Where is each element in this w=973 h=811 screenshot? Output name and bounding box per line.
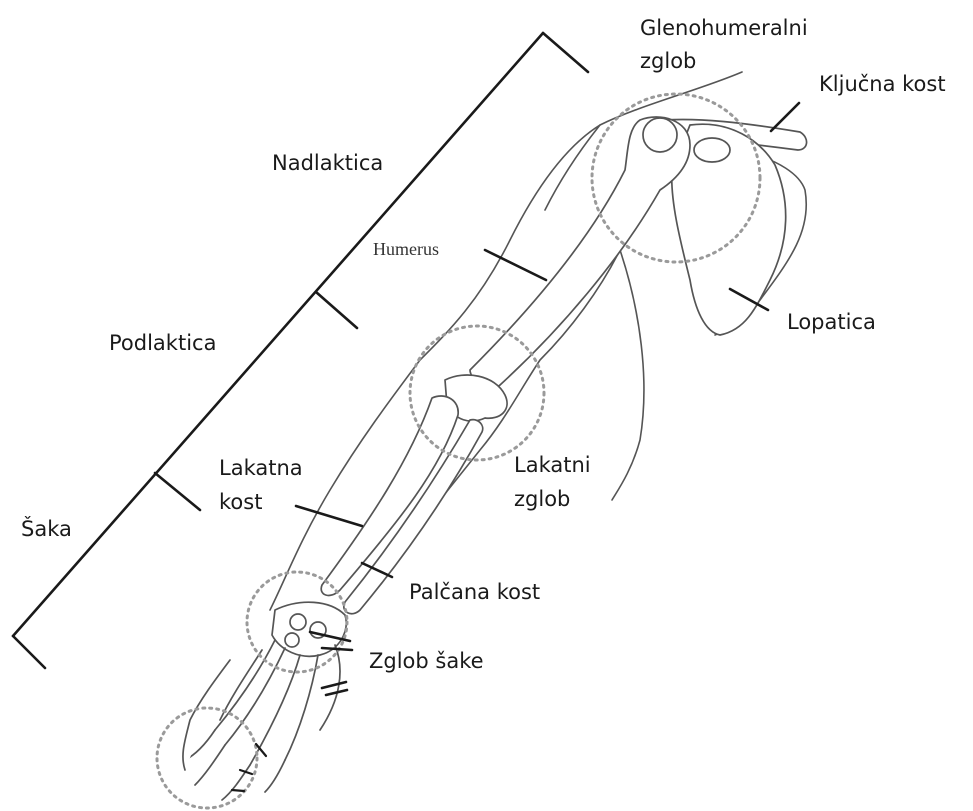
label-glenohumeralni-line1: Glenohumeralni	[640, 15, 808, 42]
finger-joint-circle	[157, 708, 257, 808]
label-palcana-kost: Palčana kost	[409, 579, 540, 606]
label-humerus: Humerus	[373, 236, 439, 263]
glenoid	[694, 138, 730, 162]
label-glenohumeralni-line2: zglob	[640, 48, 696, 75]
humeral-head	[643, 118, 677, 152]
label-kljucna-kost: Ključna kost	[819, 71, 946, 98]
bracket-bottom-tick	[13, 636, 45, 668]
label-lakatna-kost-line1: Lakatna	[219, 455, 303, 482]
label-nadlaktica: Nadlaktica	[272, 150, 383, 177]
finger-bones	[215, 640, 340, 765]
carpal-1	[290, 614, 306, 630]
bracket-tick-upper-arm	[316, 292, 357, 328]
lakatna-kost-leader	[296, 506, 362, 526]
carpal-3	[285, 633, 299, 647]
bracket-tick-forearm	[155, 473, 200, 510]
label-podlaktica: Podlaktica	[109, 330, 216, 357]
bracket-main-line	[13, 33, 543, 636]
label-zglob-sake: Zglob šake	[369, 648, 484, 675]
label-lakatni-zglob-line2: zglob	[514, 486, 570, 513]
torso-contour	[612, 250, 644, 500]
label-lakatna-kost-line2: kost	[219, 489, 262, 516]
label-lopatica: Lopatica	[787, 309, 876, 336]
label-saka: Šaka	[21, 516, 72, 543]
label-lakatni-zglob-line1: Lakatni	[514, 452, 591, 479]
bracket-top-tick	[543, 33, 588, 72]
humerus-leader	[485, 250, 546, 280]
finger-tick-3	[232, 790, 244, 791]
kljucna-kost-leader	[771, 103, 799, 131]
